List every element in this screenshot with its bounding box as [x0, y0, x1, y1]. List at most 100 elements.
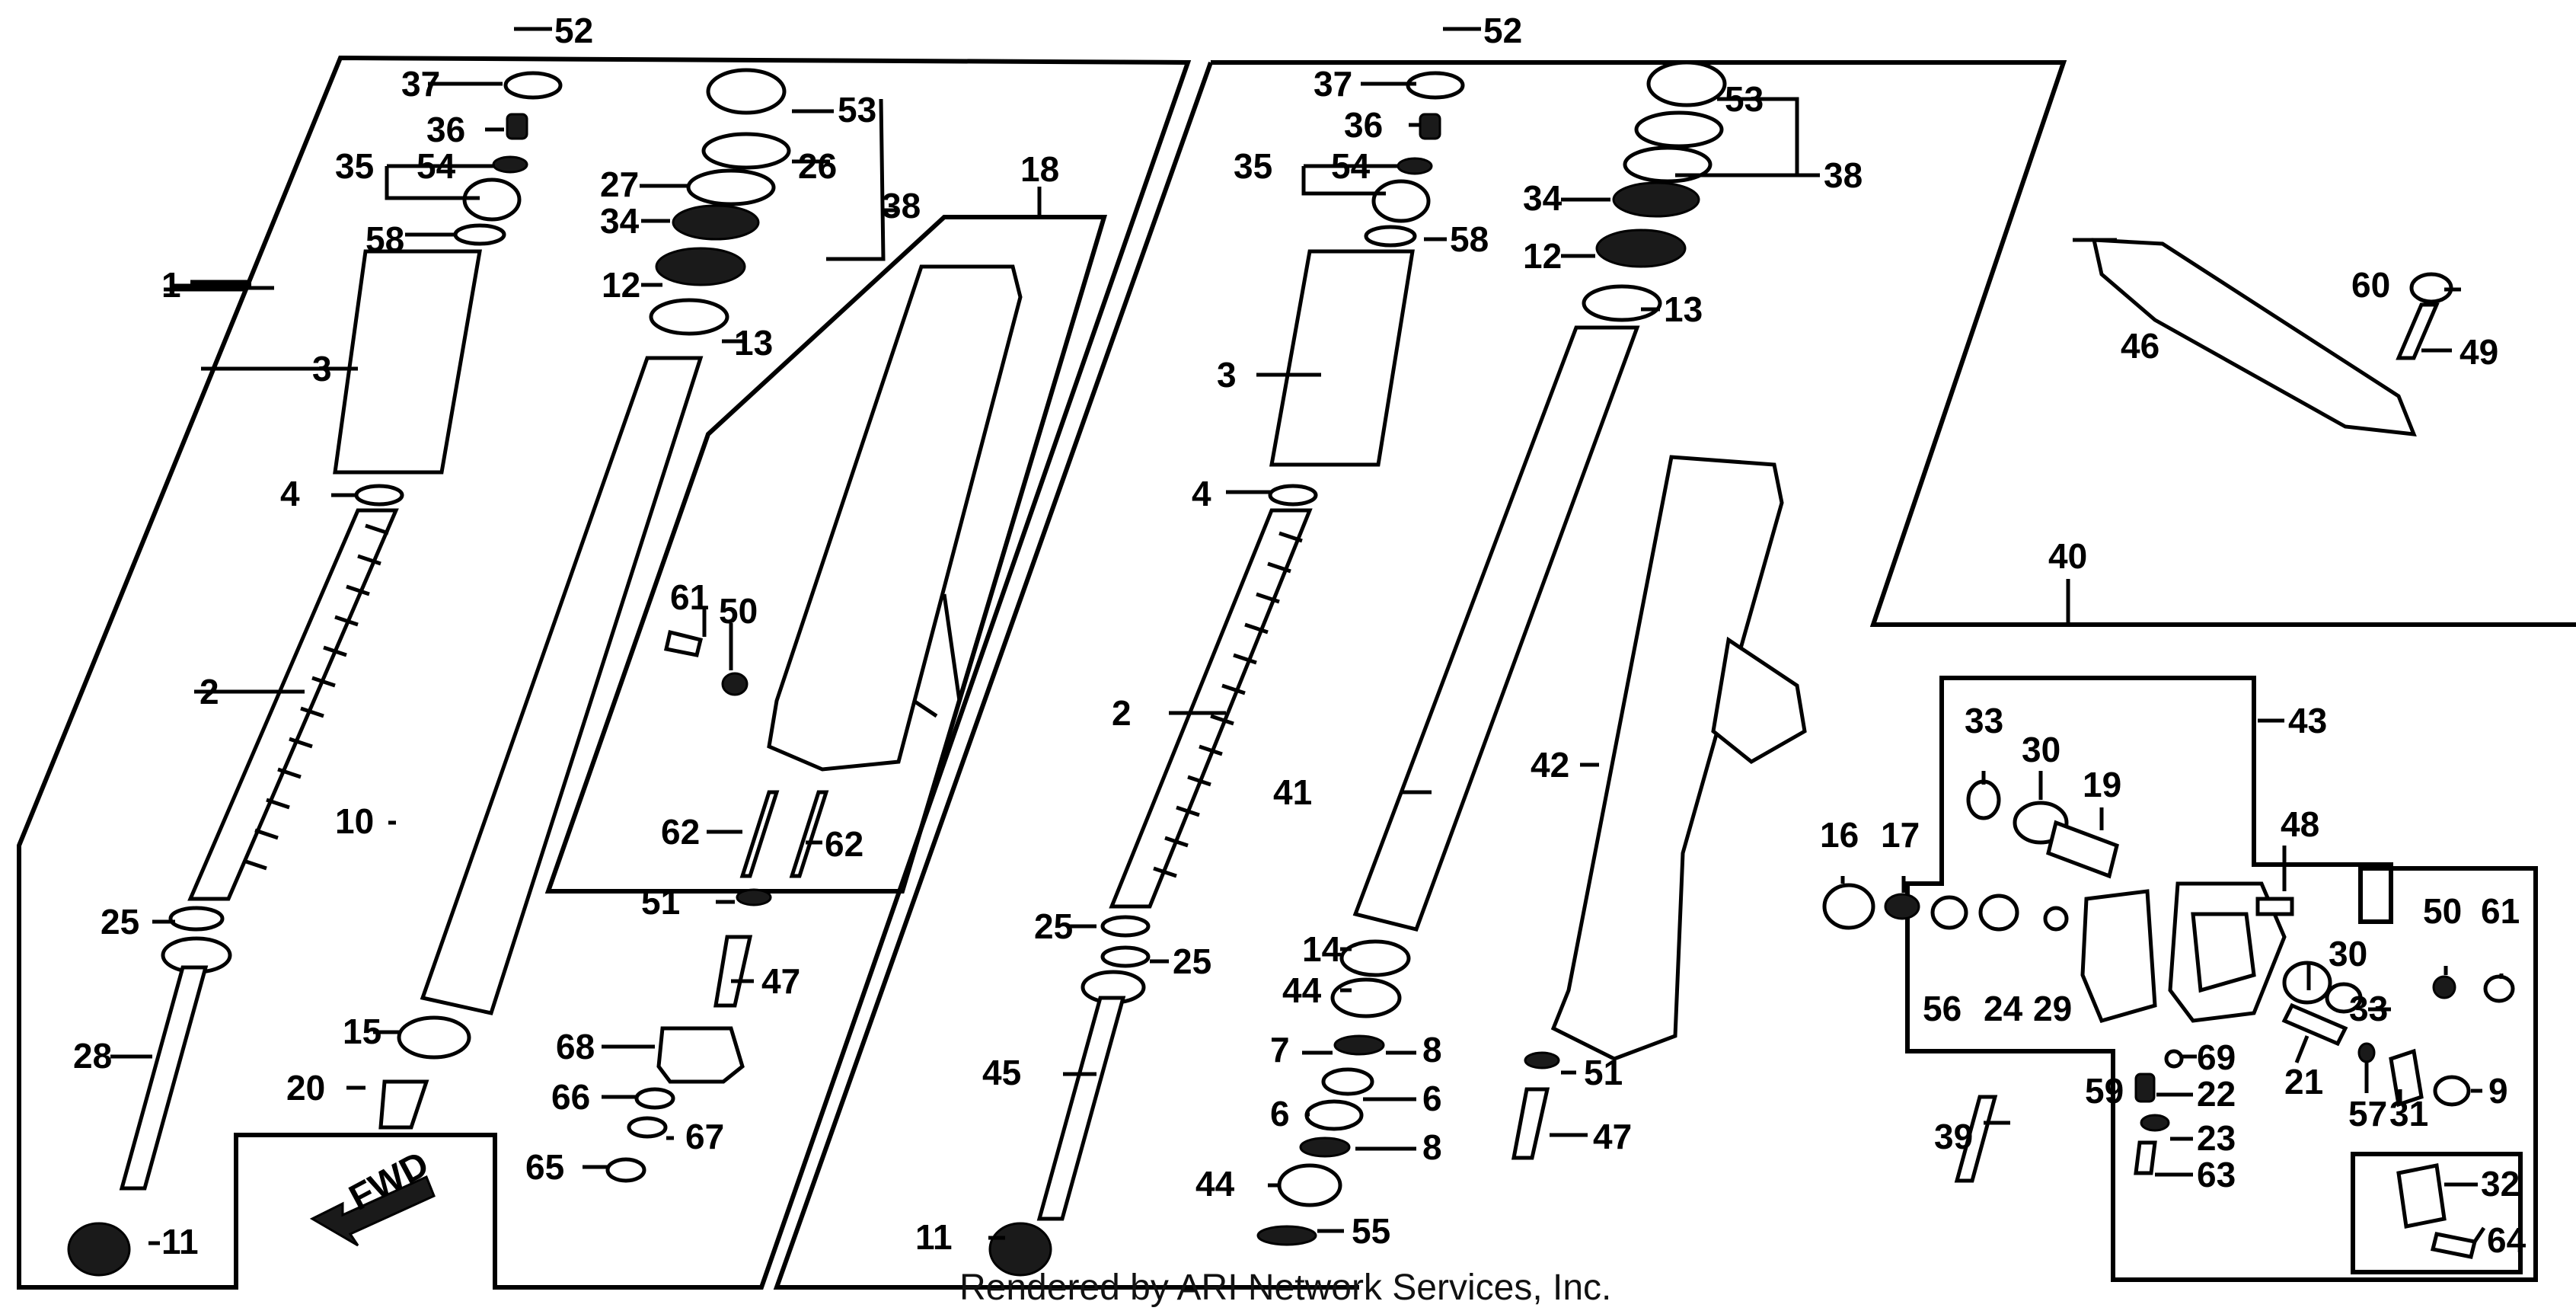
right-fork-label-layer: 52 37 53 36 35 54 38 34 58 12 13 3 4 2 4…	[915, 11, 1863, 1257]
cap-37	[503, 71, 563, 100]
seal-12	[655, 247, 746, 286]
label-30a: 30	[2022, 730, 2060, 769]
label-42: 42	[1531, 745, 1569, 785]
label-61-b: 61	[2481, 891, 2520, 931]
piston-6a	[1321, 1067, 1374, 1096]
label-43: 43	[2288, 701, 2327, 740]
label-33b: 33	[2349, 989, 2388, 1028]
label-22: 22	[2197, 1074, 2236, 1114]
washer-67	[627, 1116, 668, 1139]
bolt-47-left	[713, 935, 753, 1008]
label-51: 51	[641, 882, 680, 922]
label-28: 28	[73, 1036, 112, 1076]
ring-58	[453, 223, 506, 246]
seal-8a	[1333, 1034, 1385, 1056]
bolt-61-left	[663, 629, 704, 657]
label-47-r: 47	[1593, 1117, 1632, 1156]
seal-8b	[1299, 1137, 1351, 1158]
bolt-36-r	[1419, 113, 1441, 140]
inner-tube-10	[420, 356, 704, 1015]
label-25a-r: 25	[1034, 906, 1073, 946]
label-1: 1	[161, 265, 181, 305]
label-57: 57	[2348, 1094, 2387, 1133]
label-25: 25	[101, 902, 139, 942]
bolt-48	[2255, 897, 2294, 916]
washer-4-r	[1268, 484, 1318, 507]
label-41: 41	[1273, 772, 1312, 812]
label-14: 14	[1302, 929, 1342, 969]
label-6a: 6	[1270, 1094, 1290, 1133]
bolt-64	[2430, 1232, 2478, 1259]
label-13: 13	[734, 323, 773, 363]
label-49: 49	[2459, 332, 2498, 372]
label-34: 34	[600, 201, 640, 241]
label-7: 7	[1270, 1030, 1290, 1069]
label-52-r: 52	[1483, 11, 1522, 50]
screw-22	[2134, 1073, 2156, 1103]
gasket-59	[2080, 889, 2157, 1024]
label-39: 39	[1934, 1117, 1973, 1156]
caliper-43-detail	[2191, 912, 2256, 993]
bushing-44a	[1330, 977, 1402, 1018]
label-59: 59	[2085, 1071, 2124, 1111]
ring-58-r	[1364, 225, 1417, 248]
nut-54	[492, 155, 528, 174]
label-33a: 33	[1965, 701, 2003, 740]
bushing-44b	[1277, 1163, 1342, 1207]
label-3: 3	[312, 349, 332, 388]
washer-24	[1978, 894, 2019, 932]
label-12-r: 12	[1523, 236, 1562, 276]
right-fork-frame	[1211, 60, 2576, 627]
fork-slider-left	[767, 264, 1023, 772]
caliper-bracket-frame	[2351, 1152, 2523, 1274]
bushing-13-r	[1582, 284, 1662, 322]
label-35: 35	[335, 146, 374, 186]
label-34-r: 34	[1523, 178, 1563, 218]
label-37-r: 37	[1314, 64, 1352, 104]
fork-slider-42	[1550, 455, 1784, 1061]
label-65: 65	[525, 1147, 564, 1187]
label-45: 45	[982, 1053, 1021, 1092]
pin-62a	[739, 790, 780, 878]
label-38: 38	[882, 186, 921, 225]
footer-credit: Rendered by ARI Network Services, Inc.	[959, 1268, 1611, 1308]
spring-17	[1884, 893, 1920, 920]
ring-26	[701, 132, 791, 170]
label-36-r: 36	[1344, 105, 1383, 145]
bushing-13	[649, 298, 729, 336]
washer-9	[2433, 1075, 2471, 1107]
label-24: 24	[1984, 989, 2023, 1028]
bolt-61-r	[2483, 974, 2515, 1003]
nut-65	[605, 1157, 646, 1183]
seal-34	[672, 204, 760, 241]
label-26: 26	[798, 146, 837, 186]
label-46: 46	[2121, 326, 2159, 366]
label-30b: 30	[2329, 934, 2367, 974]
oil-lock-14	[1339, 939, 1411, 977]
label-17: 17	[1881, 815, 1920, 855]
label-69: 69	[2197, 1037, 2236, 1077]
pin-21	[2281, 1002, 2348, 1047]
piston-45	[1036, 996, 1126, 1221]
label-68: 68	[556, 1027, 595, 1066]
brake-label-layer: 60 46 49 40 43 33 30 19 48 16 17 50 61 3…	[1820, 265, 2527, 1260]
collar-20	[378, 1079, 429, 1130]
dust-seal-53	[706, 68, 787, 115]
label-10: 10	[335, 801, 374, 841]
seal-12-r	[1595, 229, 1687, 268]
label-44b: 44	[1195, 1164, 1235, 1204]
label-16: 16	[1820, 815, 1859, 855]
label-37: 37	[401, 64, 440, 104]
label-51-r: 51	[1584, 1053, 1623, 1092]
label-50: 50	[719, 591, 758, 631]
boot-16	[1822, 883, 1875, 930]
label-58-r: 58	[1450, 219, 1489, 259]
brake-caliper-frame	[1905, 676, 2538, 1282]
label-53: 53	[838, 90, 876, 129]
nut-11	[67, 1222, 131, 1277]
brake-fender-parts	[1822, 238, 2515, 1259]
spacer-3-r	[1269, 249, 1415, 467]
ring-r1	[1634, 110, 1724, 149]
bolt-49	[2396, 302, 2440, 360]
label-6b: 6	[1422, 1079, 1442, 1118]
